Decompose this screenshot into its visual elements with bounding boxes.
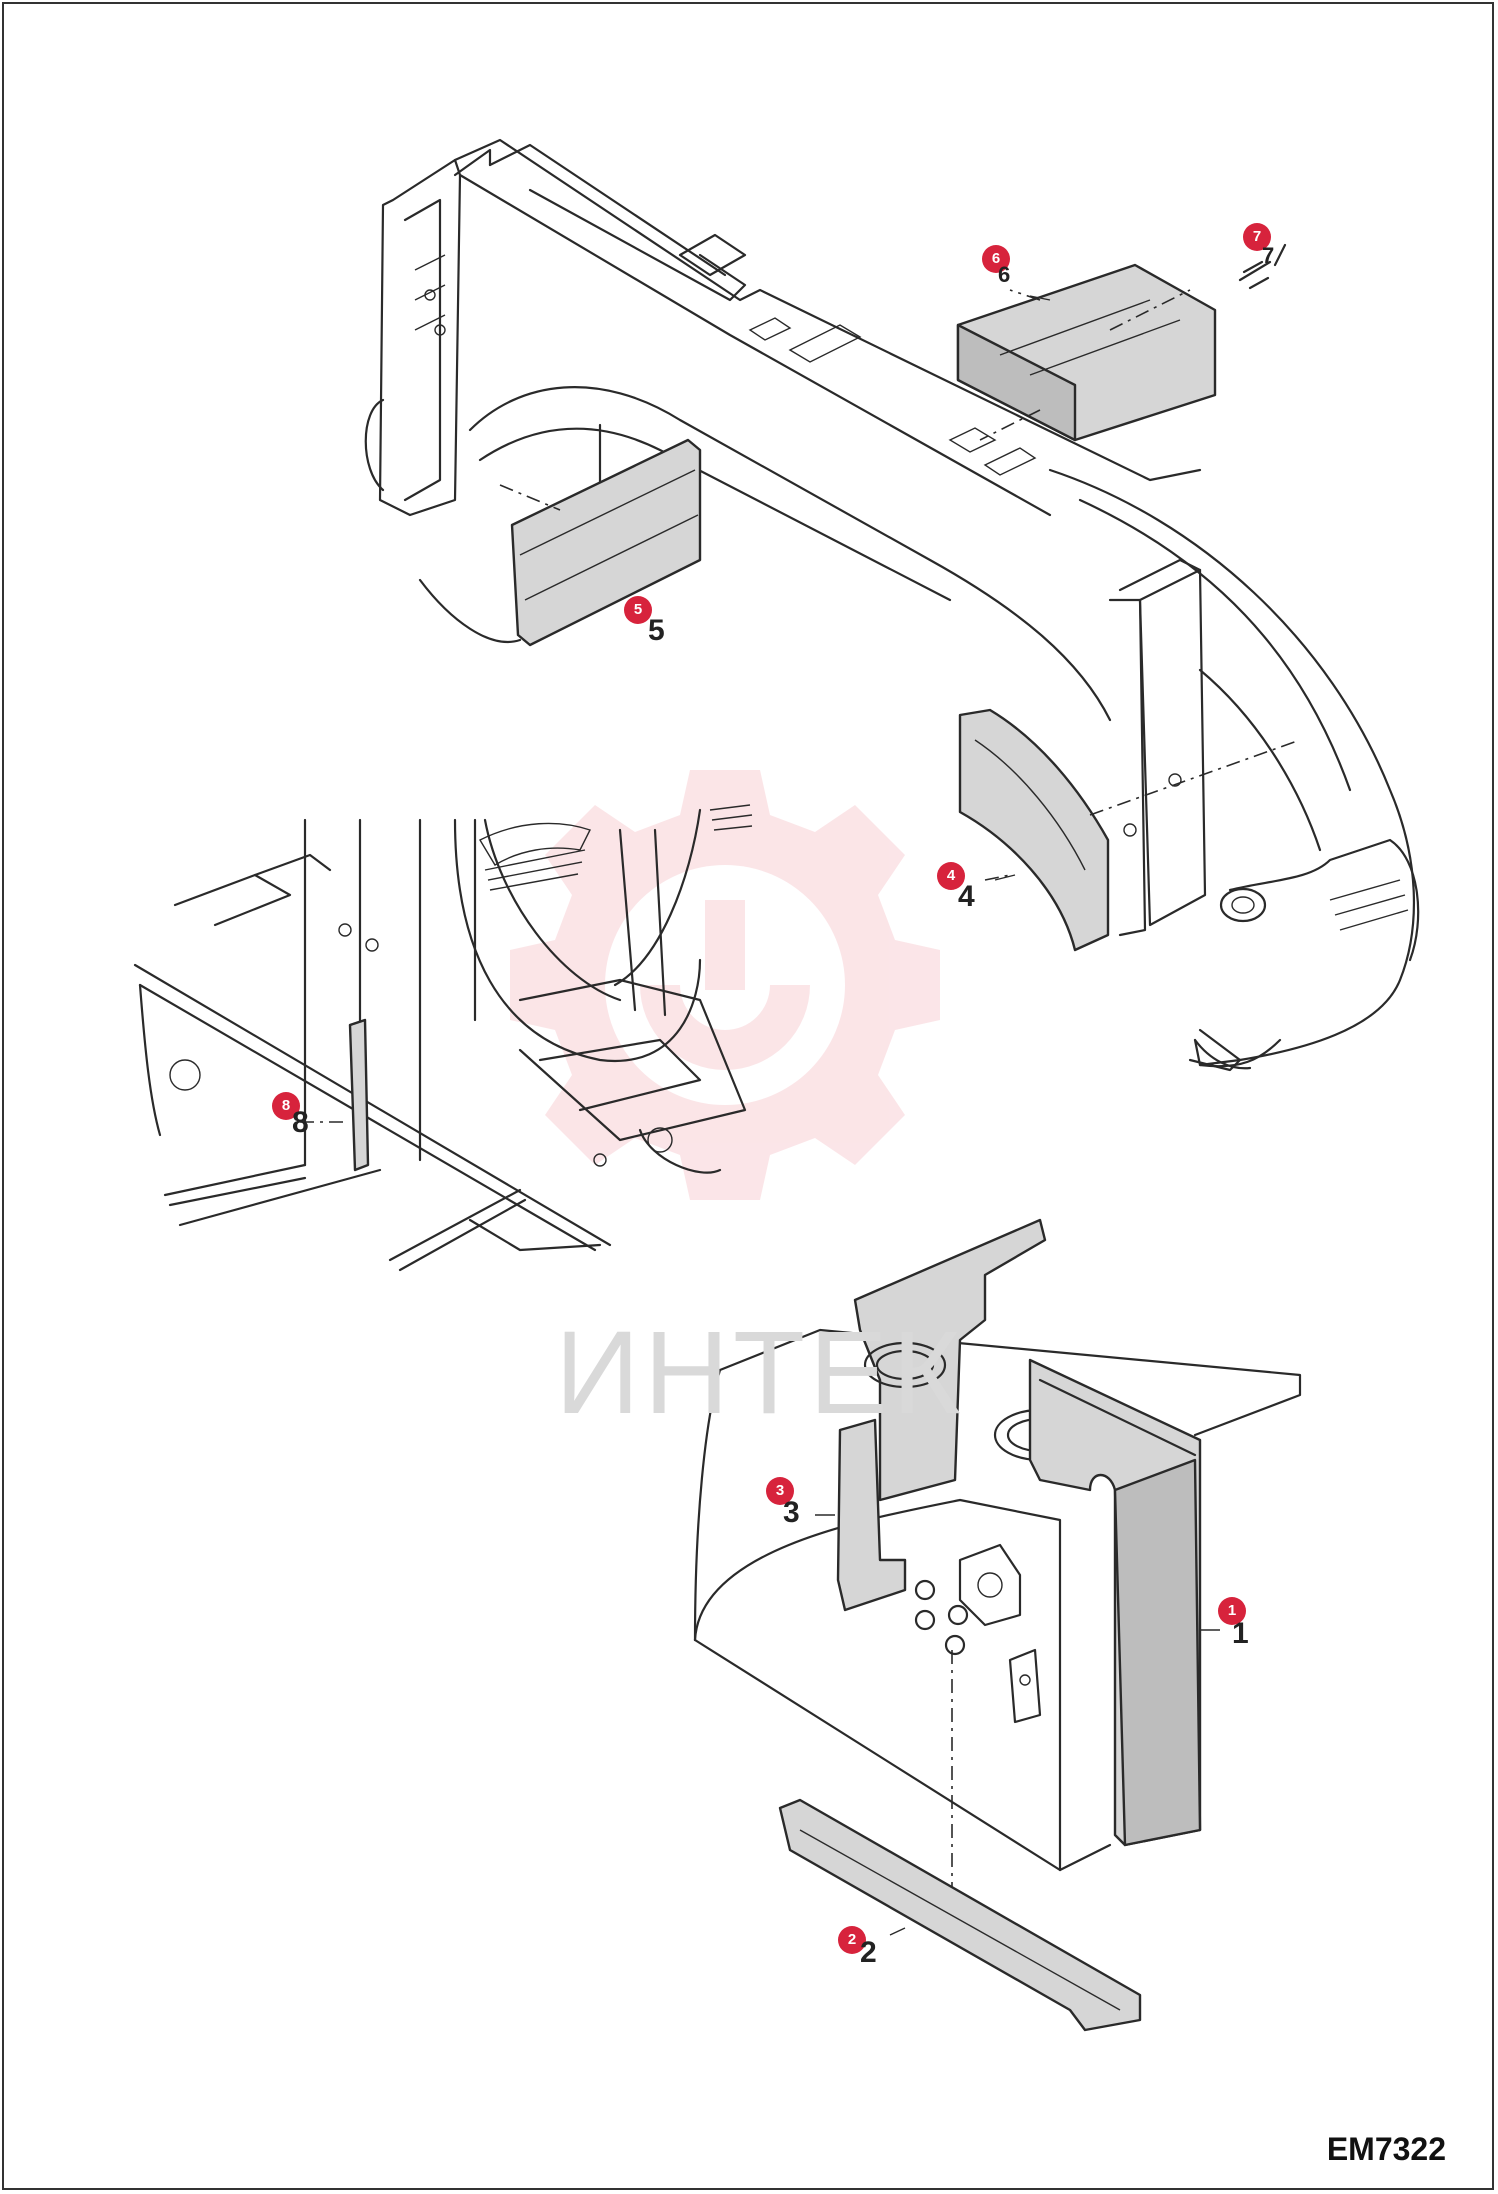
part-2-bottom-rail xyxy=(778,1798,1142,2032)
part-number-6: 6 xyxy=(998,262,1011,287)
callout-1[interactable]: 1 xyxy=(1218,1597,1246,1625)
part-8-bracket xyxy=(300,1018,370,1172)
part-number-7: 7 xyxy=(1262,243,1275,268)
leader-lines xyxy=(815,295,1220,1936)
callout-8[interactable]: 8 xyxy=(272,1092,300,1120)
drawing-code: EM7322 xyxy=(1326,2131,1446,2167)
callout-4[interactable]: 4 xyxy=(937,862,965,890)
callout-3[interactable]: 3 xyxy=(766,1477,794,1505)
part-number-8: 8 xyxy=(292,1106,309,1139)
part-number-2: 2 xyxy=(860,1936,877,1969)
cab-floor-assembly xyxy=(133,804,753,1272)
part-number-4: 4 xyxy=(958,880,975,913)
callout-5[interactable]: 5 xyxy=(624,596,652,624)
part-number-1: 1 xyxy=(1232,1617,1249,1650)
part-7-screw xyxy=(1238,243,1287,290)
callout-2[interactable]: 2 xyxy=(838,1926,866,1954)
upper-frame-assembly xyxy=(364,138,1420,1072)
part-6-bracket-cover xyxy=(956,263,1217,442)
part-number-5: 5 xyxy=(648,614,665,647)
part-number-3: 3 xyxy=(783,1496,800,1529)
watermark-text: ИНТЕК xyxy=(555,1307,965,1439)
callout-6[interactable]: 6 xyxy=(982,245,1010,273)
part-5-cover-plate xyxy=(499,438,702,647)
callout-7[interactable]: 7 xyxy=(1243,223,1271,251)
part-4-curved-panel xyxy=(958,708,1301,952)
watermark-gear-logo xyxy=(510,770,940,1200)
part-1-side-panel xyxy=(1028,1358,1202,1847)
